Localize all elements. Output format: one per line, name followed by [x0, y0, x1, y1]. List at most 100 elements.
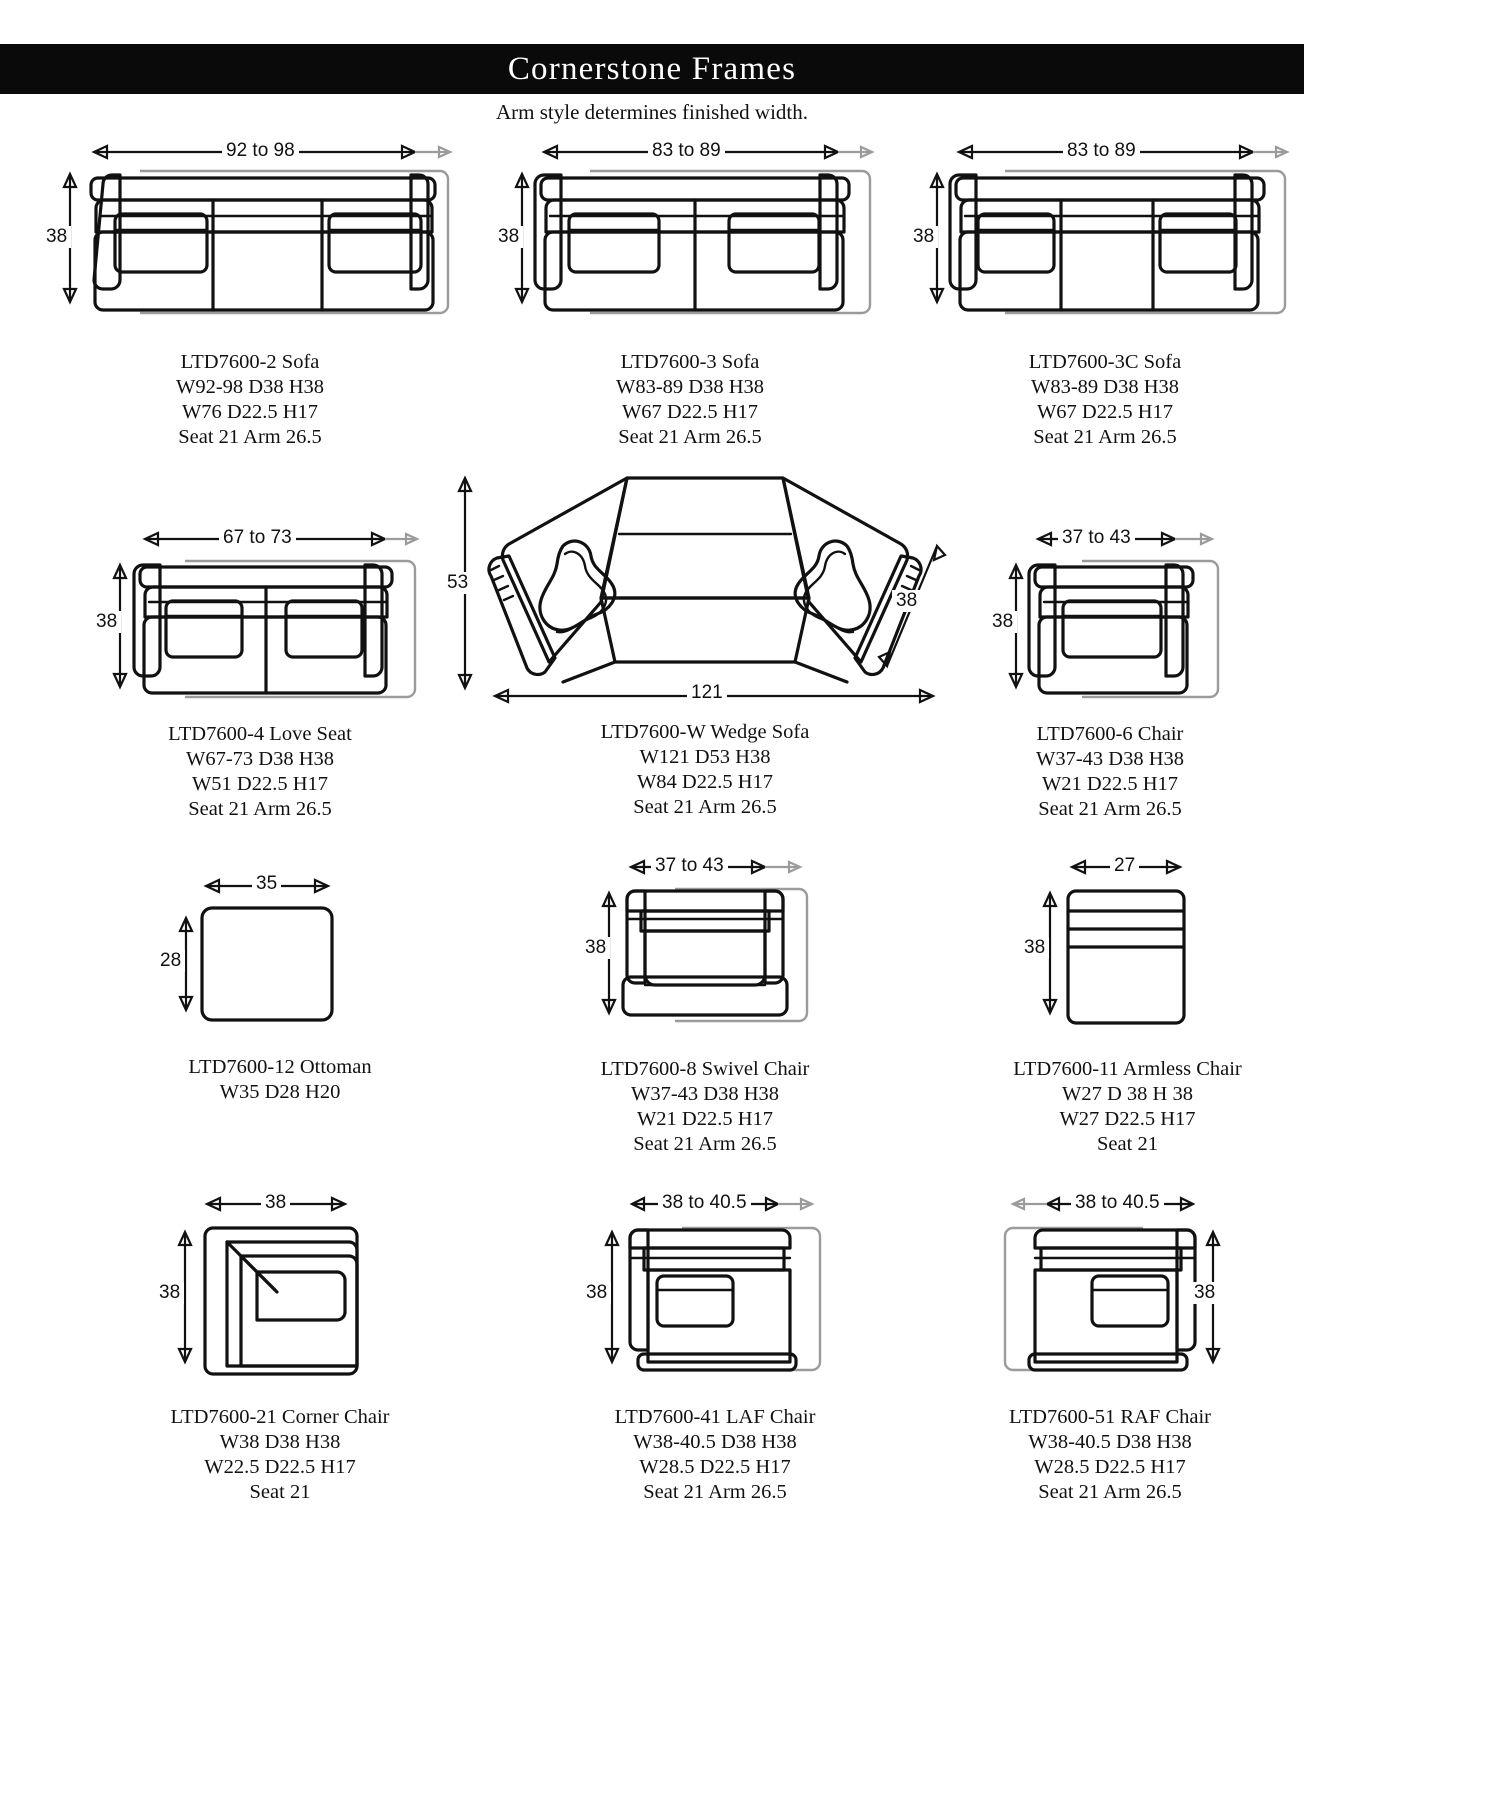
item-ltd7600-12: 35 28 LTD7600-12 Ottoman W35 D28 H20	[150, 870, 410, 1105]
width-dimension-label: 121	[687, 682, 727, 704]
sofa-outline	[533, 173, 851, 312]
model-name: LTD7600-11 Armless Chair	[1013, 1058, 1242, 1080]
caption-ltd7600-6: LTD7600-6 Chair W37-43 D38 H38 W21 D22.5…	[990, 722, 1230, 822]
height-dimension-label: 38	[155, 1282, 185, 1304]
seat-dims: Seat 21	[1097, 1133, 1158, 1155]
ghost-outline	[1082, 559, 1220, 699]
item-ltd7600-2: 92 to 98 38 LTD7600-2 Sofa W92-98 D38 H3…	[40, 138, 460, 450]
ghost-outline	[682, 1226, 822, 1372]
height-dimension-label: 38	[494, 226, 524, 248]
inside-dims: W28.5 D22.5 H17	[1034, 1456, 1186, 1478]
inside-dims: W21 D22.5 H17	[636, 1108, 774, 1130]
model-name: LTD7600-2 Sofa	[180, 351, 320, 373]
item-ltd7600-41: 38 to 40.5 38 LTD7600-41 LAF Chair W38-4…	[582, 1190, 840, 1505]
figure-ltd7600-41: 38 to 40.5 38	[582, 1190, 840, 1385]
overall-dims: W83-89 D38 H38	[615, 376, 765, 398]
swivel-chair-outline	[621, 889, 789, 1017]
inside-dims: W21 D22.5 H17	[1041, 773, 1179, 795]
seat-arm-dims: Seat 21 Arm 26.5	[618, 426, 762, 448]
width-dimension-label: 38 to 40.5	[658, 1192, 751, 1214]
diagram-love-seat	[112, 531, 420, 699]
page-subtitle: Arm style determines finished width.	[495, 100, 809, 124]
overall-dims: W83-89 D38 H38	[1030, 376, 1180, 398]
model-name: LTD7600-6 Chair	[1036, 723, 1184, 745]
item-ltd7600-51: 38 to 40.5 38 LTD7600-51 RAF Chair W38-4…	[985, 1190, 1235, 1505]
caption-ltd7600-w: LTD7600-W Wedge Sofa W121 D53 H38 W84 D2…	[455, 720, 955, 820]
item-ltd7600-6: 37 to 43 38 LTD7600-6 Chair W37-43 D38 H…	[988, 525, 1230, 822]
seat-dims: Seat 21	[249, 1481, 311, 1503]
height-dimension-label: 38	[1020, 937, 1050, 959]
caption-ltd7600-11: LTD7600-11 Armless Chair W27 D 38 H 38 W…	[1010, 1057, 1245, 1157]
overall-dims: W38-40.5 D38 H38	[633, 1431, 797, 1453]
height-dimension-label: 38	[581, 937, 611, 959]
item-ltd7600-21: 38 38 LTD7600-21 Corner Chair W38 D38 H3…	[145, 1190, 415, 1505]
seat-arm-dims: Seat 21 Arm 26.5	[1038, 798, 1182, 820]
ghost-outline	[140, 169, 450, 315]
figure-ltd7600-11: 27 38	[1010, 855, 1245, 1035]
width-dimension-label: 38	[261, 1192, 291, 1214]
caption-ltd7600-8: LTD7600-8 Swivel Chair W37-43 D38 H38 W2…	[585, 1057, 825, 1157]
wedge-outline	[487, 476, 923, 684]
figure-ltd7600-51: 38 to 40.5 38	[985, 1190, 1235, 1385]
model-name: LTD7600-21 Corner Chair	[170, 1406, 390, 1428]
diagram-2seat-sofa	[514, 144, 875, 315]
caption-ltd7600-21: LTD7600-21 Corner Chair W38 D38 H38 W22.…	[145, 1405, 415, 1505]
diagram-swivel-chair	[601, 859, 809, 1023]
sofa-outline	[948, 173, 1266, 312]
ghost-outline	[675, 887, 809, 1023]
raf-chair-outline	[1027, 1228, 1197, 1372]
model-name: LTD7600-12 Ottoman	[188, 1056, 372, 1078]
sofa-outline	[89, 173, 437, 312]
width-dimension-label: 27	[1110, 855, 1140, 877]
diagram-laf-chair	[604, 1196, 822, 1372]
height-dimension-label: 28	[156, 950, 186, 972]
ghost-outline	[1005, 169, 1287, 315]
height-dimension-label: 38	[1190, 1282, 1220, 1304]
ottoman-outline	[200, 906, 334, 1022]
item-ltd7600-8: 37 to 43 38 LTD7600-8 Swivel Chair W37-4…	[581, 855, 825, 1157]
overall-dims: W37-43 D38 H38	[1035, 748, 1185, 770]
caption-ltd7600-3: LTD7600-3 Sofa W83-89 D38 H38 W67 D22.5 …	[500, 350, 880, 450]
inside-dims: W67 D22.5 H17	[1036, 401, 1174, 423]
height-dimension-label: 38	[988, 611, 1018, 633]
width-dimension-label: 83 to 89	[648, 140, 725, 162]
header-bar: Cornerstone Frames	[0, 44, 1304, 94]
figure-ltd7600-3c: 83 to 89 38	[909, 138, 1295, 338]
caption-ltd7600-12: LTD7600-12 Ottoman W35 D28 H20	[150, 1055, 410, 1105]
width-dimension-label: 67 to 73	[219, 527, 296, 549]
caption-ltd7600-41: LTD7600-41 LAF Chair W38-40.5 D38 H38 W2…	[590, 1405, 840, 1505]
height-dimension-label: 38	[92, 611, 122, 633]
overall-dims: W92-98 D38 H38	[175, 376, 325, 398]
width-dimension-label: 37 to 43	[1058, 527, 1135, 549]
seat-arm-dims: Seat 21 Arm 26.5	[188, 798, 332, 820]
caption-ltd7600-3c: LTD7600-3C Sofa W83-89 D38 H38 W67 D22.5…	[915, 350, 1295, 450]
armless-chair-outline	[1066, 889, 1186, 1025]
diagram-3seat-sofa	[62, 144, 453, 315]
figure-ltd7600-3: 83 to 89 38	[494, 138, 880, 338]
ghost-outline	[1003, 1226, 1143, 1372]
caption-ltd7600-51: LTD7600-51 RAF Chair W38-40.5 D38 H38 W2…	[985, 1405, 1235, 1505]
figure-ltd7600-6: 37 to 43 38	[988, 525, 1230, 710]
ghost-outline	[590, 169, 872, 315]
caption-ltd7600-4: LTD7600-4 Love Seat W67-73 D38 H38 W51 D…	[95, 722, 425, 822]
diagram-corner-chair	[177, 1196, 359, 1376]
ghost-outline	[185, 559, 417, 699]
width-dimension-label: 38 to 40.5	[1071, 1192, 1164, 1214]
seat-arm-dims: Seat 21 Arm 26.5	[1038, 1481, 1182, 1503]
height-dimension	[177, 1229, 193, 1365]
height-dimension-label: 38	[909, 226, 939, 248]
item-ltd7600-3: 83 to 89 38 LTD7600-3 Sofa W83-89 D38 H3…	[494, 138, 880, 450]
overall-dims: W38 D38 H38	[219, 1431, 341, 1453]
seat-arm-dims: Seat 21 Arm 26.5	[633, 1133, 777, 1155]
item-ltd7600-4: 67 to 73 38 LTD7600-4 Love Seat W67-73 D…	[92, 525, 425, 822]
overall-dims: W38-40.5 D38 H38	[1028, 1431, 1192, 1453]
model-name: LTD7600-41 LAF Chair	[614, 1406, 816, 1428]
corner-chair-outline	[203, 1226, 359, 1376]
inside-dims: W76 D22.5 H17	[181, 401, 319, 423]
model-name: LTD7600-8 Swivel Chair	[600, 1058, 810, 1080]
inside-dims: W27 D22.5 H17	[1059, 1108, 1196, 1130]
width-dimension-label: 92 to 98	[222, 140, 299, 162]
seat-arm-dims: Seat 21 Arm 26.5	[643, 1481, 787, 1503]
laf-chair-outline	[628, 1228, 798, 1372]
